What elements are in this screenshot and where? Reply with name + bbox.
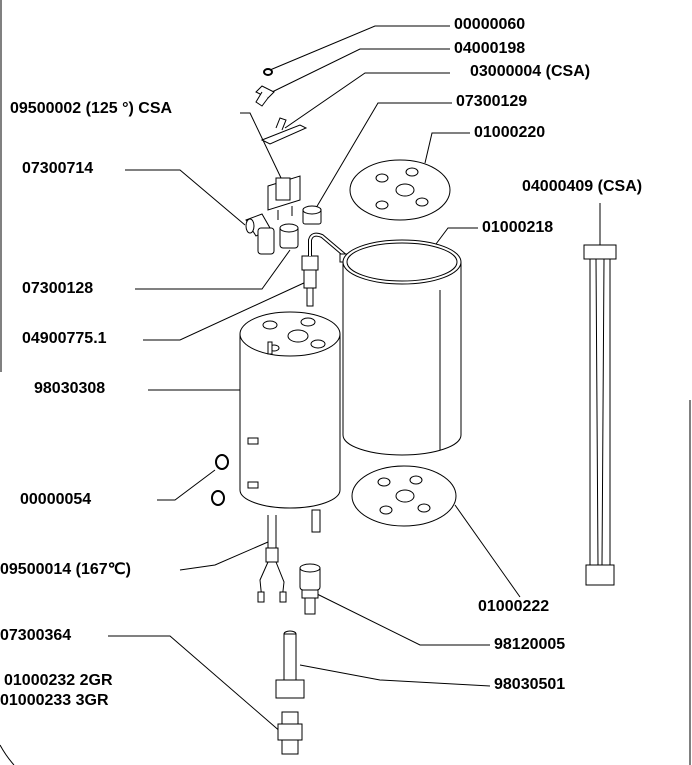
leader-00000060 [269, 25, 450, 71]
bottom-insulation-disc [351, 465, 457, 527]
thermostat-part [267, 175, 301, 220]
label-07300364: 07300364 [0, 627, 72, 644]
boiler-tank [239, 311, 341, 533]
leader-00000054 [157, 469, 216, 501]
label-98030501: 98030501 [494, 676, 566, 693]
label-07300128: 07300128 [22, 280, 94, 297]
leader-04000198 [269, 48, 450, 94]
connector-part [277, 711, 303, 755]
elbow-fitting-part [245, 213, 275, 255]
label-98120005: 98120005 [494, 636, 566, 653]
terminal-lug-part [255, 85, 275, 107]
leader-04900775 [143, 281, 307, 341]
fitting-part [299, 563, 321, 615]
label-07300714: 07300714 [22, 160, 94, 177]
leader-09500002 [240, 112, 283, 181]
nut-part [211, 454, 229, 506]
cap-small-part [302, 205, 322, 225]
insulation-sleeve [342, 239, 462, 456]
label-01000220: 01000220 [474, 124, 546, 141]
label-01000218: 01000218 [482, 219, 554, 236]
leader-07300714 [125, 169, 246, 226]
leader-07300129 [315, 102, 452, 209]
tube-part [275, 630, 305, 699]
label-98030308: 98030308 [34, 380, 106, 397]
cap-part [279, 223, 299, 249]
leader-01000218 [435, 227, 478, 245]
leader-07300128 [135, 249, 291, 290]
label-09500002: 09500002 (125 °) CSA [10, 100, 173, 117]
leader-01000220 [424, 132, 470, 164]
frame-corner [0, 744, 15, 765]
top-insulation-disc [349, 159, 451, 221]
label-00000060: 00000060 [454, 16, 526, 33]
label-01000232: 01000232 2GR [4, 672, 113, 689]
leader-07300364 [108, 635, 283, 734]
leader-01000222 [454, 504, 521, 598]
screw-part [263, 68, 273, 76]
label-04000409: 04000409 (CSA) [522, 178, 643, 195]
label-01000222: 01000222 [478, 598, 550, 615]
bracket-part [260, 117, 308, 145]
label-01000233: 01000233 3GR [0, 692, 109, 709]
label-04900775: 04900775.1 [22, 330, 107, 347]
label-03000004: 03000004 (CSA) [470, 63, 591, 80]
wire-harness-part [583, 244, 617, 586]
label-04000198: 04000198 [454, 40, 526, 57]
leader-98120005 [312, 591, 490, 646]
label-00000054: 00000054 [20, 491, 92, 508]
leader-03000004 [284, 72, 450, 129]
leader-09500014 [179, 541, 269, 571]
leader-98030501 [299, 664, 491, 687]
wire-thermostat-part [257, 515, 287, 603]
label-09500014: 09500014 (167℃) [0, 561, 131, 578]
label-07300129: 07300129 [456, 93, 528, 110]
